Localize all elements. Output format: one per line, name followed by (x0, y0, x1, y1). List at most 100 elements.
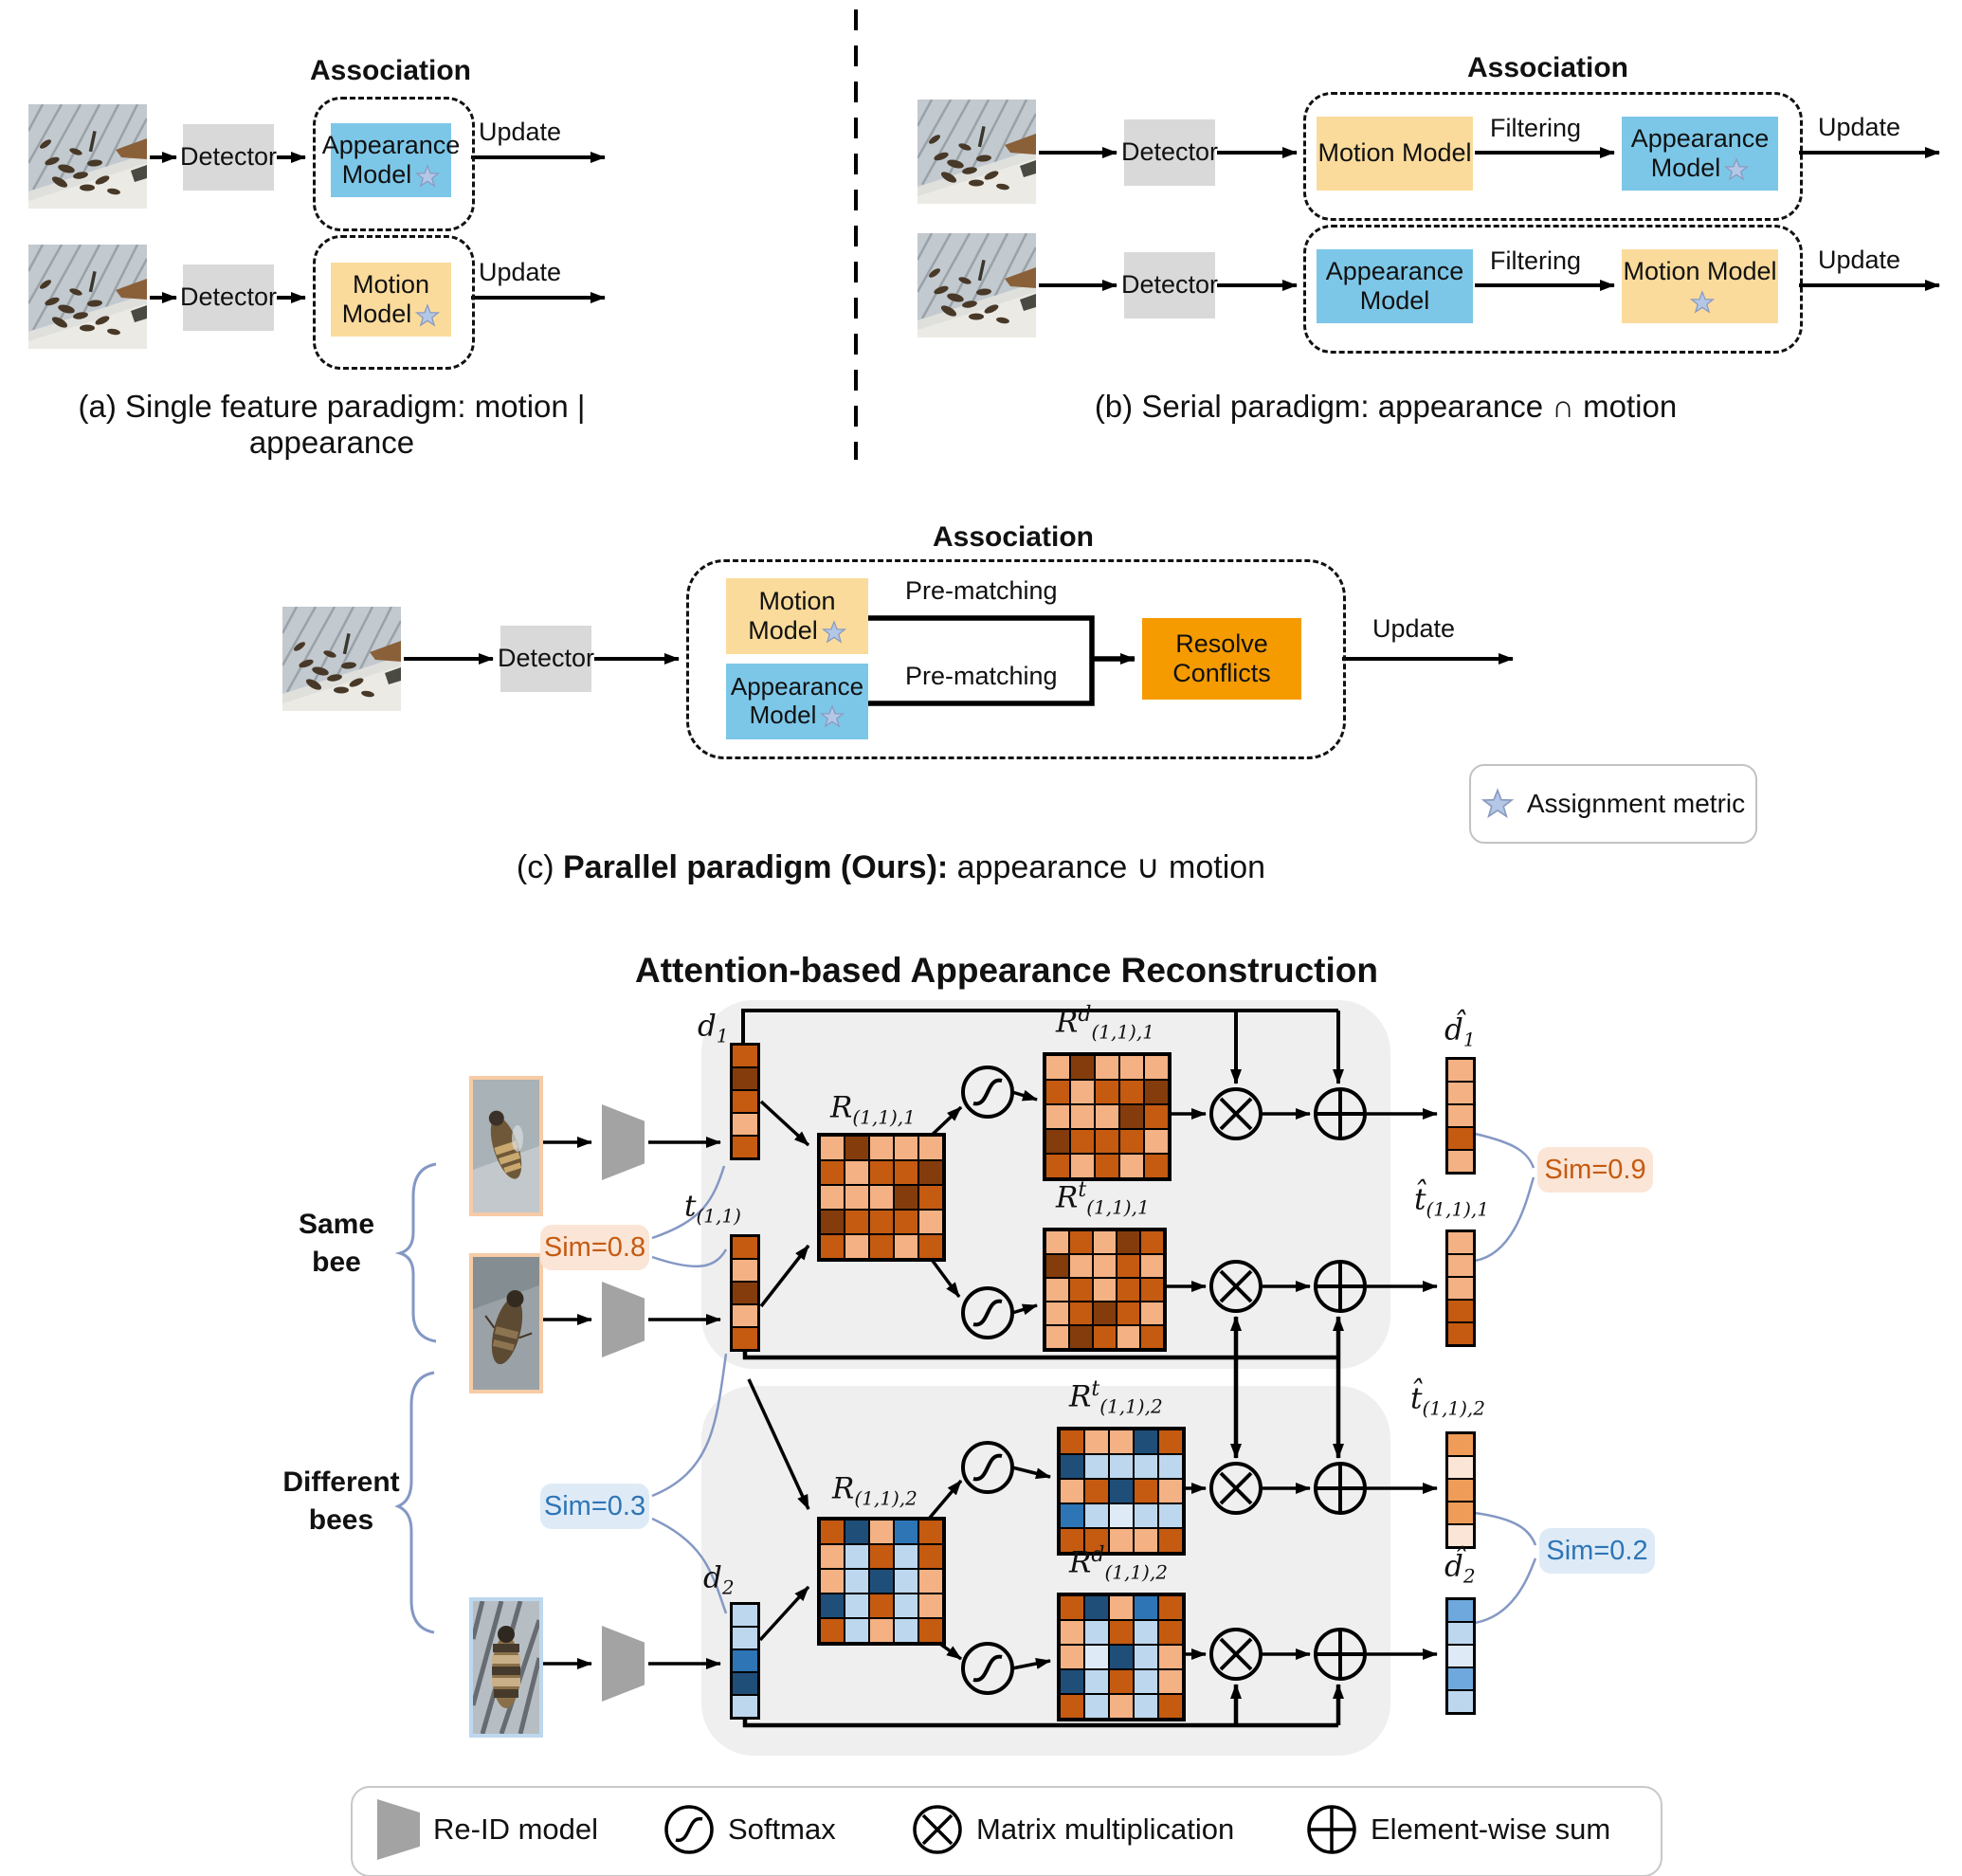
legend-item-softmax: Softmax (663, 1786, 836, 1873)
detector-label: Detector (1120, 137, 1219, 167)
motion-model-label: Motion Model (748, 586, 836, 645)
appearance-model-box: Appearance Model (322, 123, 460, 197)
assignment-metric-star-icon (1689, 290, 1715, 314)
motion-model-box: Motion Model (331, 263, 451, 337)
assignment-metric-star-icon (1724, 157, 1750, 181)
sim-badge-same-input: Sim=0.8 (540, 1225, 649, 1270)
relation-matrix-Rt111 (1043, 1228, 1167, 1352)
label-t11: t(1,1) (684, 1189, 741, 1228)
filtering-label: Filtering (1490, 246, 1582, 275)
caption-c-prefix: (c) (516, 849, 563, 885)
different-bee-panel (701, 1386, 1390, 1756)
panel-a-caption: (a) Single feature paradigm: motion | ap… (78, 389, 586, 460)
appearance-model-box: Appearance Model (726, 664, 868, 739)
sim-badge-same-output: Sim=0.9 (1537, 1147, 1653, 1193)
label-Rt112: Rt(1,1),2 (1069, 1377, 1163, 1418)
legend-item-reid: Re-ID model (377, 1786, 598, 1873)
bee-crop-image-1 (469, 1076, 543, 1216)
detector-box: Detector (179, 264, 278, 331)
panel-b-association-box-1 (1303, 92, 1803, 221)
feature-vector-d1 (730, 1043, 760, 1160)
panel-b-caption: (b) Serial paradigm: appearance ∩ motion (1094, 389, 1678, 424)
bee-scene-image (282, 607, 401, 711)
different-bees-label: Different bees (282, 1466, 400, 1536)
panel-b-association-title: Association (1466, 52, 1629, 83)
reid-model-icon (602, 1626, 645, 1702)
element-wise-sum-icon (1307, 1805, 1356, 1854)
detector-box: Detector (1120, 119, 1219, 186)
label-that111: t̂(1,1),1 (1414, 1182, 1489, 1221)
matrix-multiplication-icon (913, 1805, 962, 1854)
legend-matmul-label: Matrix multiplication (976, 1812, 1235, 1846)
relation-matrix-Rt112 (1057, 1427, 1186, 1556)
update-label: Update (479, 258, 562, 286)
sim-badge-diff-output: Sim=0.2 (1539, 1528, 1655, 1574)
appearance-model-box: Appearance Model (1622, 117, 1778, 191)
appearance-model-label: Appearance Model (1630, 123, 1770, 182)
reconstructed-vector-that112 (1445, 1431, 1476, 1549)
reconstruction-title: Attention-based Appearance Reconstructio… (635, 951, 1378, 990)
motion-model-box: Motion Model (726, 578, 868, 654)
reid-model-icon (602, 1282, 645, 1357)
assignment-metric-star-icon (821, 620, 846, 644)
label-dhat1: d̂1 (1444, 1012, 1476, 1051)
panel-c-association-title: Association (932, 521, 1095, 553)
caption-c-bold: Parallel paradigm (Ours): (562, 849, 949, 885)
label-Rd112: Rd(1,1),2 (1069, 1543, 1168, 1584)
pre-matching-label: Pre-matching (905, 576, 1058, 605)
motion-model-box: Motion Model (1622, 249, 1778, 323)
motion-model-label: Motion Model (341, 269, 430, 328)
legend-reid-label: Re-ID model (433, 1812, 598, 1846)
panel-c-caption: (c) Parallel paradigm (Ours): appearance… (417, 848, 1365, 886)
bee-scene-image (917, 233, 1036, 337)
relation-matrix-R111 (817, 1133, 946, 1262)
motion-model-label: Motion Model (1317, 138, 1472, 168)
resolve-conflicts-label: Resolve Conflicts (1172, 628, 1271, 687)
appearance-model-label: Appearance Model (1325, 256, 1464, 315)
pre-matching-label: Pre-matching (905, 662, 1058, 690)
reid-model-icon (602, 1104, 645, 1180)
label-that112: t̂(1,1),2 (1410, 1381, 1485, 1420)
panel-a-association-box-1 (313, 97, 475, 231)
relation-matrix-R112 (817, 1517, 946, 1646)
appearance-model-label: Appearance Model (321, 130, 461, 189)
label-d1: d1 (698, 1009, 729, 1047)
detector-box: Detector (1121, 252, 1218, 319)
caption-c-rest: appearance ∪ motion (948, 849, 1266, 885)
legend-sum-label: Element-wise sum (1371, 1812, 1611, 1846)
bee-crop-image-2 (469, 1253, 543, 1393)
motion-model-label: Motion Model (1623, 256, 1777, 285)
bee-scene-image (28, 245, 147, 349)
appearance-model-label: Appearance Model (730, 672, 864, 729)
label-R112: R(1,1),2 (832, 1471, 917, 1510)
detector-label: Detector (179, 142, 278, 172)
panel-b-association-box-2 (1303, 225, 1803, 354)
assignment-metric-label: Assignment metric (1526, 789, 1746, 818)
relation-matrix-Rd112 (1057, 1593, 1186, 1721)
legend-item-matmul: Matrix multiplication (912, 1786, 1234, 1873)
same-bee-label: Same bee (298, 1209, 375, 1278)
relation-matrix-Rd111 (1043, 1052, 1172, 1181)
bee-crop-image-3 (469, 1597, 543, 1738)
reconstructed-vector-that111 (1445, 1229, 1476, 1347)
detector-label: Detector (179, 282, 278, 312)
bee-scene-image (917, 100, 1036, 204)
group-braces (394, 1162, 437, 1634)
reid-model-icon (377, 1799, 420, 1860)
update-label: Update (1818, 246, 1901, 274)
detector-box: Detector (498, 626, 594, 692)
motion-model-box: Motion Model (1317, 117, 1473, 191)
legend-bar (351, 1786, 1662, 1876)
resolve-conflicts-box: Resolve Conflicts (1142, 618, 1301, 700)
filtering-label: Filtering (1490, 114, 1582, 142)
panel-c-association-box (686, 559, 1346, 759)
assignment-metric-star-icon (1481, 788, 1514, 819)
panel-a-association-box-2 (313, 235, 475, 370)
reconstructed-vector-dhat1 (1445, 1057, 1476, 1175)
reconstructed-vector-dhat2 (1445, 1597, 1476, 1715)
label-dhat2: d̂2 (1444, 1549, 1476, 1588)
softmax-icon (664, 1805, 714, 1854)
feature-vector-d2 (730, 1602, 760, 1720)
assignment-metric-legend: Assignment metric (1469, 764, 1757, 844)
